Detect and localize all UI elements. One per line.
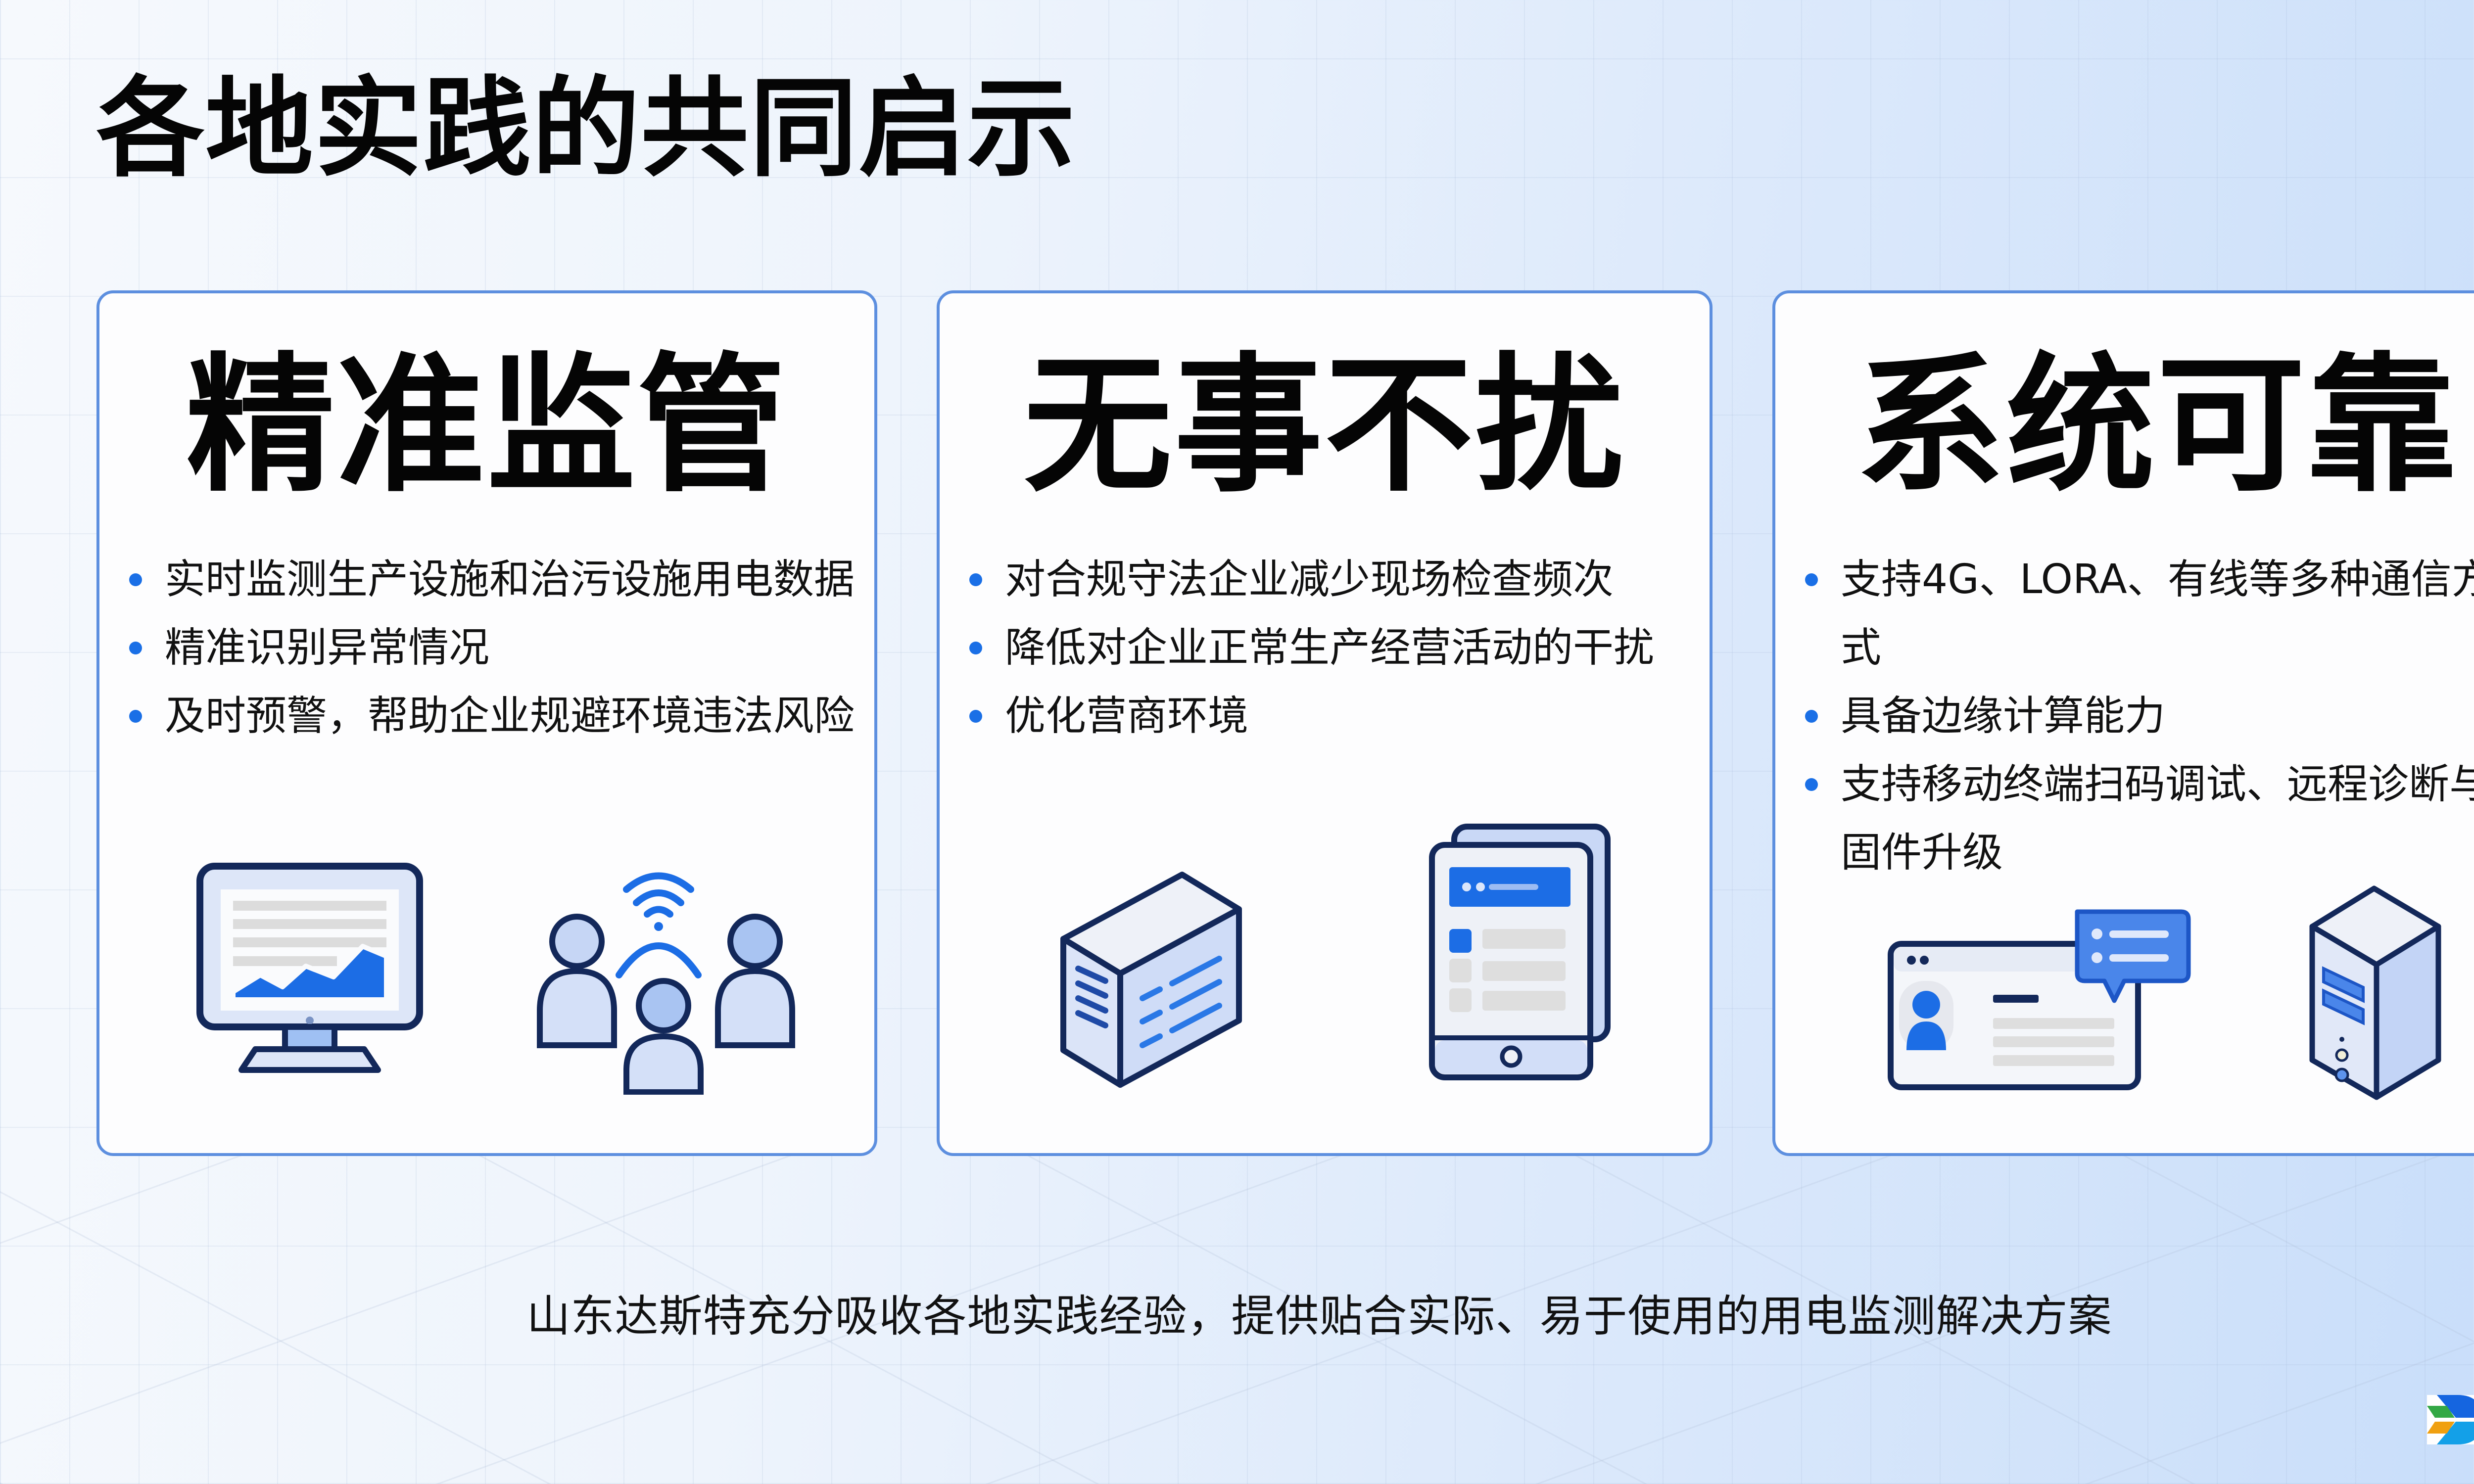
bullet-text: 及时预警，帮助企业规避环境违法风险 xyxy=(165,693,855,740)
device-box-icon xyxy=(1060,872,1242,1088)
bullet-text: 支持移动终端扫码调试、远程诊断与固件升级 xyxy=(1841,761,2474,876)
bullet-text: 降低对企业正常生产经营活动的干扰 xyxy=(1005,624,1655,671)
card-heading: 系统可靠 xyxy=(1856,339,2458,512)
bullet-item: 支持移动终端扫码调试、远程诊断与固件升级 xyxy=(1805,750,2474,887)
company-logo: 达斯特 DUSTERTECH xyxy=(2427,1395,2474,1444)
dustertech-logo-icon xyxy=(2427,1395,2474,1444)
bullet-list: 实时监测生产设施和治污设施用电数据 精准识别异常情况 及时预警，帮助企业规避环境… xyxy=(129,546,855,750)
profile-chat-icon xyxy=(1888,909,2191,1090)
monitor-chart-icon xyxy=(196,863,423,1073)
bullet-item: 及时预警，帮助企业规避环境违法风险 xyxy=(129,682,855,750)
page-title: 各地实践的共同启示 xyxy=(96,66,1076,191)
bullet-dot-icon xyxy=(1805,710,1818,723)
bullet-dot-icon xyxy=(969,710,982,723)
bullet-dot-icon xyxy=(129,573,142,586)
bullet-dot-icon xyxy=(969,642,982,654)
bullet-dot-icon xyxy=(129,642,142,654)
bullet-text: 具备边缘计算能力 xyxy=(1841,693,2166,740)
bullet-text: 支持4G、LORA、有线等多种通信方式 xyxy=(1841,556,2474,671)
card-heading: 精准监管 xyxy=(186,339,788,512)
card-heading: 无事不扰 xyxy=(1024,339,1625,512)
footer-caption: 山东达斯特充分吸收各地实践经验，提供贴合实际、易于使用的用电监测解决方案 xyxy=(526,1291,2112,1342)
card-system-reliable: 系统可靠 支持4G、LORA、有线等多种通信方式 具备边缘计算能力 支持移动终端… xyxy=(1772,290,2474,1156)
bullet-list: 支持4G、LORA、有线等多种通信方式 具备边缘计算能力 支持移动终端扫码调试、… xyxy=(1805,546,2474,887)
bullet-item: 具备边缘计算能力 xyxy=(1805,682,2474,750)
card-precise-supervision: 精准监管 实时监测生产设施和治污设施用电数据 精准识别异常情况 及时预警，帮助企… xyxy=(96,290,877,1156)
bullet-text: 对合规守法企业减少现场检查频次 xyxy=(1005,556,1614,603)
bullet-item: 精准识别异常情况 xyxy=(129,614,855,682)
bullet-dot-icon xyxy=(1805,573,1818,586)
bullet-item: 优化营商环境 xyxy=(969,682,1690,750)
bullet-item: 对合规守法企业减少现场检查频次 xyxy=(969,546,1690,614)
bullet-dot-icon xyxy=(969,573,982,586)
bullet-list: 对合规守法企业减少现场检查频次 降低对企业正常生产经营活动的干扰 优化营商环境 xyxy=(969,546,1690,750)
bullet-text: 精准识别异常情况 xyxy=(165,624,490,671)
bullet-item: 实时监测生产设施和治污设施用电数据 xyxy=(129,546,855,614)
tablet-app-icon xyxy=(1429,824,1611,1080)
bullet-dot-icon xyxy=(129,710,142,723)
card-no-disturbance: 无事不扰 对合规守法企业减少现场检查频次 降低对企业正常生产经营活动的干扰 优化… xyxy=(937,290,1713,1156)
bullet-text: 实时监测生产设施和治污设施用电数据 xyxy=(165,556,855,603)
bullet-item: 支持4G、LORA、有线等多种通信方式 xyxy=(1805,546,2474,682)
bullet-item: 降低对企业正常生产经营活动的干扰 xyxy=(969,614,1690,682)
bullet-dot-icon xyxy=(1805,778,1818,791)
bullet-text: 优化营商环境 xyxy=(1005,693,1249,740)
server-tower-icon xyxy=(2309,885,2441,1100)
people-wifi-icon xyxy=(537,872,795,1095)
